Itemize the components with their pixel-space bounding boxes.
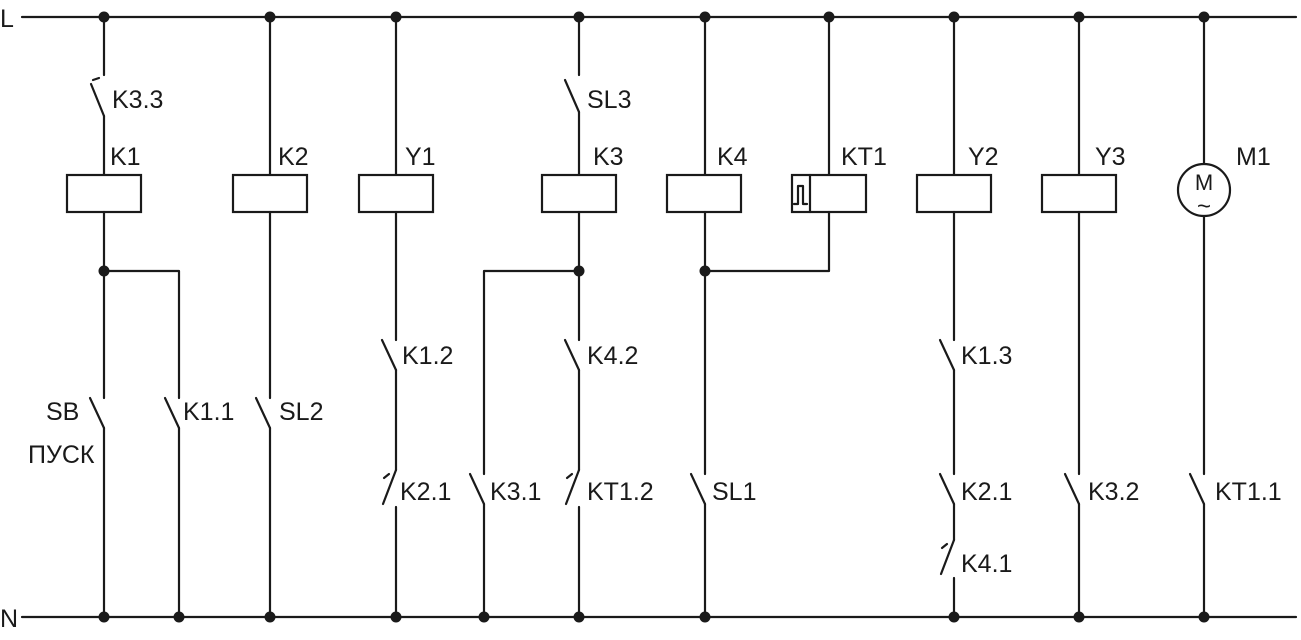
contact-label-sb: SB bbox=[46, 398, 79, 426]
contact-kt1-1-no bbox=[1188, 472, 1206, 506]
motor-ac-symbol: ~ bbox=[1197, 193, 1211, 220]
contact-sl1-no bbox=[689, 472, 707, 506]
contact-k3-2-no bbox=[1063, 472, 1081, 506]
branch-k4: K4 SL1 bbox=[665, 15, 756, 619]
contact-k2-1-nc bbox=[381, 468, 398, 506]
contact-label-k3-3: K3.3 bbox=[112, 86, 163, 114]
contact-k1-1-no bbox=[163, 396, 181, 430]
contact-label-k1-3: K1.3 bbox=[961, 342, 1012, 370]
contact-label-kt1-2: KT1.2 bbox=[587, 478, 654, 506]
contact-k3-1-no bbox=[468, 472, 486, 506]
coil-label-k2: K2 bbox=[278, 143, 309, 171]
contact-label-sl2: SL2 bbox=[279, 398, 323, 426]
coil-y2 bbox=[915, 173, 993, 214]
coil-label-k3: K3 bbox=[593, 143, 624, 171]
coil-label-kt1: KT1 bbox=[841, 143, 887, 171]
contact-label-k2-1-y2: K2.1 bbox=[961, 478, 1012, 506]
coil-y1 bbox=[357, 173, 435, 214]
contact-k4-1-nc bbox=[939, 538, 956, 576]
contact-k4-2-no bbox=[563, 338, 581, 372]
branch-k2: K2 SL2 bbox=[231, 15, 323, 619]
contact-label-k1-2: K1.2 bbox=[402, 342, 453, 370]
junction-dots bbox=[98, 11, 1210, 623]
branch-m1: M1 M ~ KT1.1 bbox=[1176, 15, 1282, 619]
motor-label-m1: M1 bbox=[1236, 143, 1271, 171]
contact-label-sl3: SL3 bbox=[587, 86, 631, 114]
contact-sb-no bbox=[88, 396, 106, 430]
rail-n-label: N bbox=[0, 605, 18, 633]
coil-k1 bbox=[65, 173, 143, 214]
contact-label-k2-1: K2.1 bbox=[400, 478, 451, 506]
contact-label-sl1: SL1 bbox=[712, 478, 756, 506]
branch-k3: SL3 K3 K4.2 KT1.2 K3.1 bbox=[468, 15, 654, 619]
contact-k3-3-nc bbox=[89, 76, 106, 118]
contact-k1-2-no bbox=[380, 338, 398, 372]
rail-l-label: L bbox=[0, 5, 14, 33]
motor-symbol: M bbox=[1195, 170, 1213, 195]
timer-pulse-icon bbox=[792, 184, 809, 206]
contact-label-k1-1: K1.1 bbox=[183, 398, 234, 426]
coil-k3 bbox=[540, 173, 618, 214]
contact-k1-3-no bbox=[938, 338, 956, 372]
branch-k1: K3.3 K1 SB ПУСК K1.1 bbox=[28, 15, 234, 619]
branch-y1: Y1 K1.2 K2.1 bbox=[357, 15, 453, 619]
coil-k4 bbox=[665, 173, 743, 214]
contact-label-k3-1: K3.1 bbox=[490, 478, 541, 506]
coil-label-y1: Y1 bbox=[405, 143, 436, 171]
branch-kt1: KT1 bbox=[703, 15, 887, 273]
coil-label-y3: Y3 bbox=[1095, 143, 1126, 171]
coil-k2 bbox=[231, 173, 309, 214]
contact-sl3-no bbox=[563, 78, 581, 114]
coil-label-y2: Y2 bbox=[968, 143, 999, 171]
branch-y2: Y2 K1.3 K2.1 K4.1 bbox=[915, 15, 1012, 619]
contact-label-k4-1: K4.1 bbox=[961, 550, 1012, 578]
branch-y3: Y3 K3.2 bbox=[1040, 15, 1139, 619]
contact-sl2-no bbox=[254, 396, 272, 430]
coil-y3 bbox=[1040, 173, 1118, 214]
contact-kt1-2-nc bbox=[564, 468, 581, 506]
contact-label-k4-2: K4.2 bbox=[587, 342, 638, 370]
contact-label-pusk: ПУСК bbox=[28, 441, 95, 469]
contact-k2-1-no-y2 bbox=[938, 472, 956, 506]
coil-label-k4: K4 bbox=[717, 143, 748, 171]
contact-label-kt1-1: KT1.1 bbox=[1215, 478, 1282, 506]
contact-label-k3-2: K3.2 bbox=[1088, 478, 1139, 506]
coil-label-k1: K1 bbox=[110, 143, 141, 171]
